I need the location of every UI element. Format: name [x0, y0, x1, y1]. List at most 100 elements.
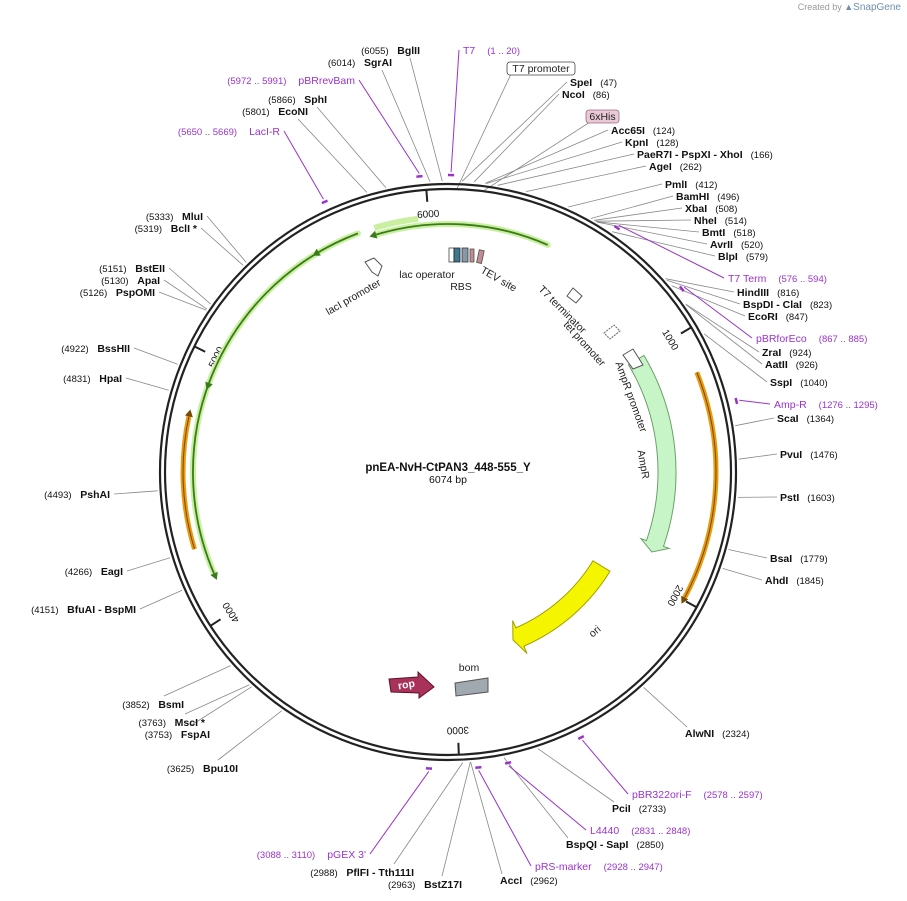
arrow-head [184, 409, 193, 418]
primer-leader [618, 224, 725, 279]
enzyme-name: AatII [765, 359, 788, 371]
enzyme-site-label: PciI(2733) [612, 803, 666, 815]
primer-name: pBRrevBam [298, 75, 355, 87]
primer-leader [683, 286, 753, 339]
enzyme-position: (508) [715, 204, 737, 215]
enzyme-name: AhdI [765, 575, 788, 587]
enzyme-name: AccI [500, 875, 522, 887]
leader-line [473, 93, 560, 183]
rbs-box [453, 247, 461, 263]
enzyme-position: (6014) [328, 58, 358, 69]
enzyme-name: SphI [304, 94, 327, 106]
enzyme-name: MluI [182, 211, 203, 223]
enzyme-position: (262) [680, 162, 702, 173]
leader-line [486, 141, 623, 184]
leader-line [470, 761, 503, 875]
leader-line [184, 684, 250, 715]
enzyme-site-label: (3625) Bpu10I [167, 763, 238, 775]
enzyme-site-label: SpeI(47) [570, 77, 617, 89]
primer-label: T7 Term(576 .. 594) [728, 273, 827, 285]
leader-line [393, 762, 464, 865]
orange-arc-right [682, 371, 719, 599]
enzyme-name: BglII [397, 45, 420, 57]
primer-mark [475, 765, 482, 769]
primer-label: pBR322ori-F(2578 .. 2597) [632, 789, 763, 801]
enzyme-name: PvuI [780, 449, 802, 461]
primer-name: L4440 [590, 825, 619, 837]
enzyme-position: (5126) [80, 288, 110, 299]
enzyme-position: (514) [725, 216, 747, 227]
arrow-head [369, 230, 378, 239]
enzyme-site-label: PstI(1603) [780, 492, 835, 504]
enzyme-name: Acc65I [611, 125, 645, 137]
primer-leader [582, 739, 629, 795]
primer-label: (5972 .. 5991)pBRrevBam [227, 75, 355, 87]
features-layer [180, 61, 739, 770]
leader-line [537, 748, 615, 803]
inner-feature-label: lac operator [399, 269, 455, 281]
leader-line [595, 219, 692, 222]
primer-label: T7(1 .. 20) [463, 45, 520, 57]
plasmid-length: 6074 bp [429, 474, 467, 486]
primer-name: pBRforEco [756, 333, 807, 345]
enzyme-site-label: (5130) ApaI [101, 275, 160, 287]
enzyme-position: (1779) [800, 554, 827, 565]
leader-line [158, 291, 207, 311]
enzyme-site-label: ZraI(924) [762, 347, 811, 359]
primer-leader [369, 771, 430, 855]
enzyme-name: PstI [780, 492, 799, 504]
tag-leader [456, 73, 512, 190]
enzyme-position: (128) [656, 138, 678, 149]
enzyme-position: (3852) [122, 700, 152, 711]
t7-terminator-arrow [566, 287, 583, 304]
leader-lines [113, 49, 778, 877]
enzyme-name: ZraI [762, 347, 781, 359]
leader-line [497, 153, 635, 186]
primer-name: LacI-R [249, 126, 280, 138]
arrow-head [312, 248, 321, 256]
enzyme-position: (1476) [810, 450, 837, 461]
enzyme-site-label: (4493) PshAI [44, 489, 110, 501]
enzyme-position: (3625) [167, 764, 197, 775]
enzyme-name: AgeI [649, 161, 672, 173]
inner-feature-label: lacI promoter [324, 277, 383, 318]
leader-line [612, 231, 716, 257]
enzyme-position: (2963) [388, 880, 418, 891]
ori-arrow [512, 560, 611, 654]
enzyme-site-label: BlpI(579) [718, 251, 768, 263]
enzyme-name: BssHII [97, 343, 130, 355]
enzyme-site-label: BspDI - ClaI(823) [743, 299, 832, 311]
enzyme-position: (5801) [242, 107, 272, 118]
enzyme-site-label: (2963) BstZ17I [388, 879, 462, 891]
leader-line [596, 221, 700, 233]
tick-label: 6000 [417, 209, 440, 222]
enzyme-name: PflFI - Tth111I [346, 867, 414, 879]
enzyme-site-label: BspQI - SapI(2850) [566, 839, 664, 851]
leader-line [665, 278, 735, 293]
enzyme-site-label: SspI(1040) [770, 377, 828, 389]
enzyme-site-label: AgeI (262) [649, 161, 702, 173]
enzyme-site-label: PaeR7I - PspXI - XhoI(166) [637, 149, 773, 161]
primer-range: (2831 .. 2848) [631, 826, 690, 837]
primer-name: pRS-marker [535, 861, 592, 873]
enzyme-site-label: AvrII(520) [710, 239, 763, 251]
enzyme-name: BfuAI - BspMI [67, 604, 136, 616]
enzyme-name: PciI [612, 803, 631, 815]
enzyme-name: PshAI [80, 489, 110, 501]
enzyme-name: SgrAI [364, 57, 392, 69]
primer-range: (5650 .. 5669) [178, 127, 237, 138]
leader-line [590, 195, 674, 219]
tick-label: 2000 [664, 583, 685, 608]
enzyme-site-label: (5866) SphI [268, 94, 327, 106]
leader-line [597, 221, 708, 245]
leader-line [381, 69, 431, 182]
leader-line [316, 106, 387, 188]
lac-top-arc [375, 223, 549, 246]
tick-label: 1000 [659, 328, 680, 353]
enzyme-site-label: (4831) HpaI [63, 373, 122, 385]
enzyme-position: (4493) [44, 490, 74, 501]
enzyme-site-label: Acc65I(124) [611, 125, 675, 137]
primer-leader [739, 399, 771, 405]
primer-label: (5650 .. 5669) LacI-R [178, 126, 280, 138]
